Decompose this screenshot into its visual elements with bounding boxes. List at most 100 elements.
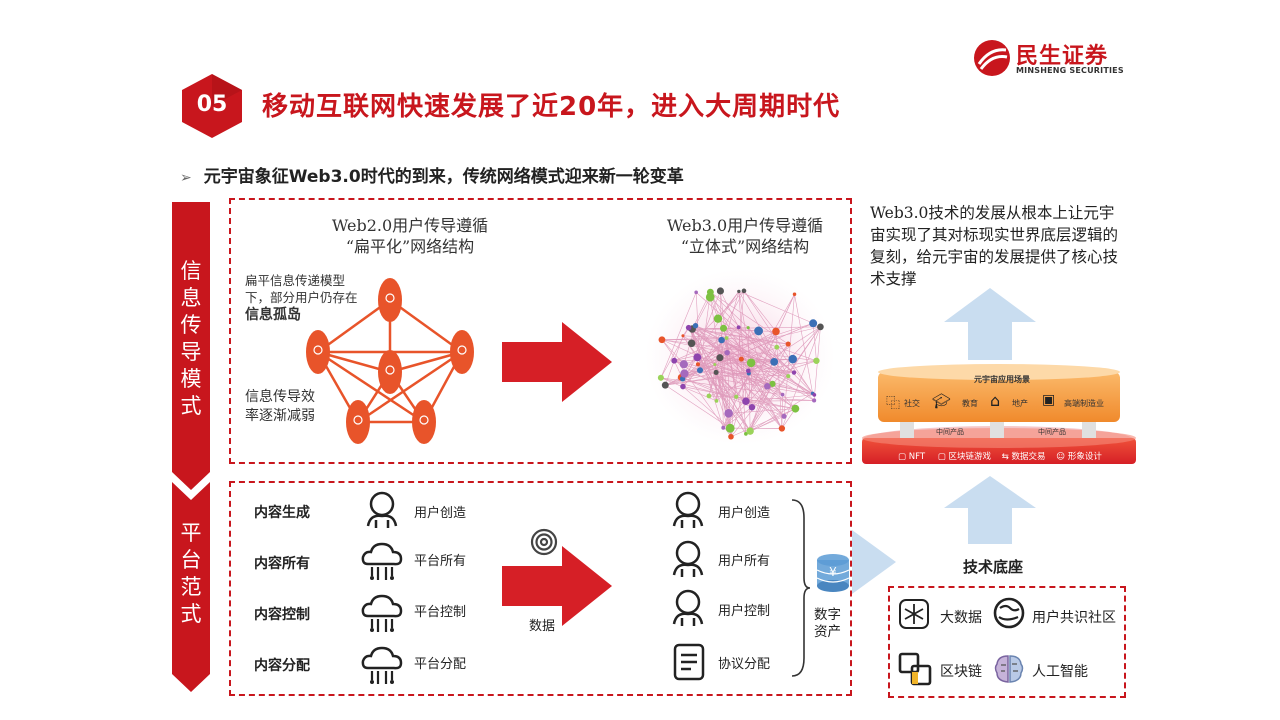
bottom-item-nft: NFT [908,452,926,462]
network-node [817,323,824,331]
web2-note-island: 扁平信息传递模型 下，部分用户仍存在 信息孤岛 [245,272,358,324]
network-node [724,336,729,340]
info-mode-box [229,198,852,464]
cloud-platform-icon [361,646,403,684]
note-line: 扁平信息传递模型 [245,273,346,288]
network-node [746,358,756,368]
logo-mark-icon [974,40,1010,76]
network-node [716,287,724,295]
svg-text:¥: ¥ [829,565,837,579]
web3-item-own: 用户所有 [718,554,771,569]
cloud-platform-icon [361,594,403,632]
network-node [681,334,685,338]
tech-base-box [888,586,1126,698]
network-node [721,425,726,430]
trade-icon: ⇆ [1001,452,1012,462]
house-icon: ⌂ [990,391,1001,410]
network-node [742,397,750,406]
network-node [687,339,696,348]
transition-arrow-bottom [502,546,612,626]
network-node [661,381,669,389]
note-line: 下，部分用户仍存在 [245,290,358,305]
network-node [685,324,692,331]
digital-assets-text: 数字资产 [814,607,841,640]
network-node [718,336,725,344]
web3-caption: Web3.0用户传导遵循 “立体式”网络结构 [650,215,840,257]
network-node [792,292,797,297]
digital-asset-icon: ¥ [816,554,850,592]
community-globe-icon [993,597,1025,629]
row-label-control: 内容控制 [254,607,310,623]
network-node [695,362,701,367]
middle-product-left: 中间产品 [936,428,964,436]
section-badge [182,74,242,138]
network-node [716,354,724,362]
user-icon [672,491,704,528]
bottom-item-trade: 数据交易 [1011,452,1046,462]
note-bold: 信息孤岛 [245,307,301,323]
network-node [812,392,817,397]
web3-caption-line1: Web3.0用户传导遵循 [666,216,824,235]
network-node [754,326,763,336]
transition-arrow-top [502,322,612,402]
brand-logo: 民生证券 MINSHENG SECURITIES [972,36,1124,82]
network-node [737,289,741,294]
network-node [774,344,780,350]
network-node [746,427,754,435]
network-node [772,327,780,336]
network-node [714,399,719,403]
bullet-arrow-icon: ➢ [180,170,192,186]
network-node [786,374,791,379]
network-node [770,358,779,366]
row-label-generation: 内容生成 [254,505,310,521]
network-node [706,393,712,399]
platform-box [229,481,852,696]
network-node [736,325,741,330]
subtitle-text: 元宇宙象征Web3.0时代的到来，传统网络模式迎来新一轮变革 [203,167,684,187]
web2-item-distribute: 平台分配 [414,657,467,672]
middle-product-right: 中间产品 [1038,428,1066,436]
web2-caption-line2: “扁平化”网络结构 [345,237,475,256]
network-node [693,353,702,362]
network-node [713,363,717,367]
logo-name-en: MINSHENG SECURITIES [1016,66,1124,75]
design-icon: ☺ [1056,452,1068,462]
network-node [788,354,797,364]
game-icon: ▢ [937,452,949,462]
tech-item-blockchain: 区块链 [940,664,982,680]
web2-item-control: 平台控制 [414,605,467,620]
network-node [780,392,785,397]
network-node [785,341,791,347]
user-icon [366,491,398,528]
network-node [748,403,756,411]
ai-brain-icon [994,655,1024,683]
bottom-item-game: 区块链游戏 [948,452,991,462]
sidebar-label-platform: 平台范式 [180,521,202,626]
network-node [680,369,689,378]
tech-item-ai: 人工智能 [1032,664,1088,680]
web3-item-create: 用户创造 [718,506,771,521]
tech-item-community: 用户共识社区 [1032,610,1116,626]
scene-item-realestate: 地产 [1012,399,1028,408]
network-node [741,288,747,294]
network-node [781,413,787,419]
network-node [696,367,704,374]
logo-name-cn: 民生证券 [1016,44,1109,69]
page-title: 移动互联网快速发展了近20年，进入大周期时代 [262,92,841,122]
network-node [725,423,735,433]
blockchain-icon [898,652,932,686]
network-node [813,357,820,364]
network-node [724,349,730,356]
user-icon [672,589,704,626]
row-label-distribution: 内容分配 [254,658,310,674]
web3-description: Web3.0技术的发展从根本上让元宇宙实现了其对标现实世界底层逻辑的复刻，给元宇… [870,204,1119,288]
network-node [764,382,771,390]
network-node [658,336,666,344]
metaverse-scene-platform [862,364,1136,464]
note-line: 信息传导效 [245,389,315,405]
sidebar-label-info-mode: 信息传导模式 [180,259,202,418]
section-number: 05 [196,92,228,117]
network-node [728,433,734,440]
web2-caption-line1: Web2.0用户传导遵循 [331,216,489,235]
scene-title: 元宇宙应用场景 [974,375,1030,384]
